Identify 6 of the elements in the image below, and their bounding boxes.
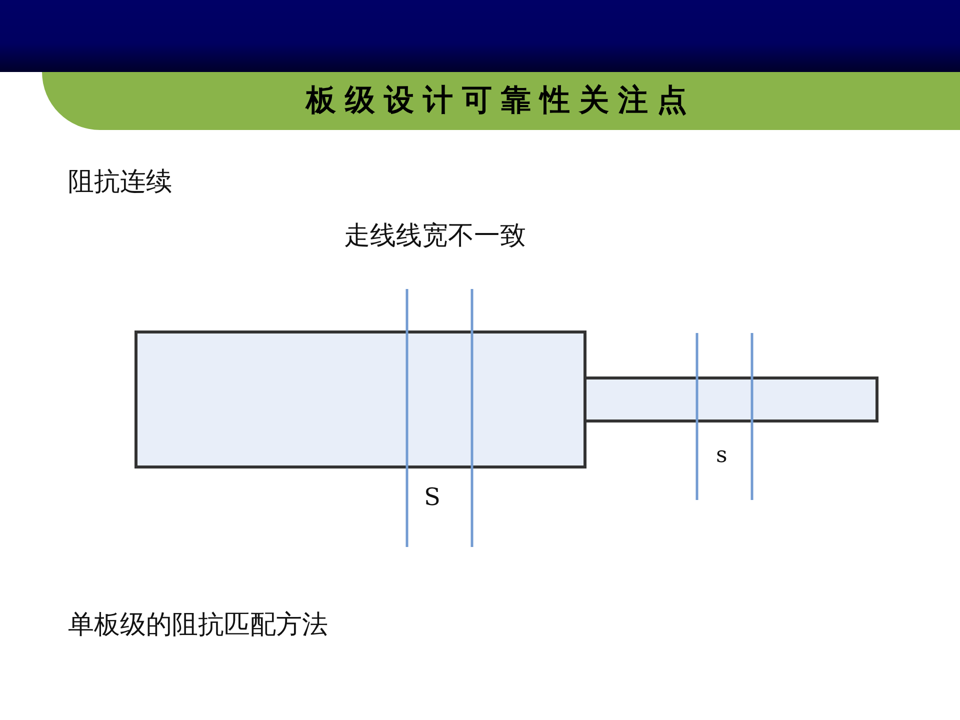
slide-title: 板级设计可靠性关注点: [306, 83, 696, 118]
section-heading: 单板级的阻抗匹配方法: [68, 611, 328, 641]
section-heading: 阻抗连续: [68, 168, 172, 198]
width-label: s: [716, 443, 728, 468]
width-label: S: [424, 484, 440, 512]
drawing-caption: 走线线宽不一致: [344, 222, 526, 252]
